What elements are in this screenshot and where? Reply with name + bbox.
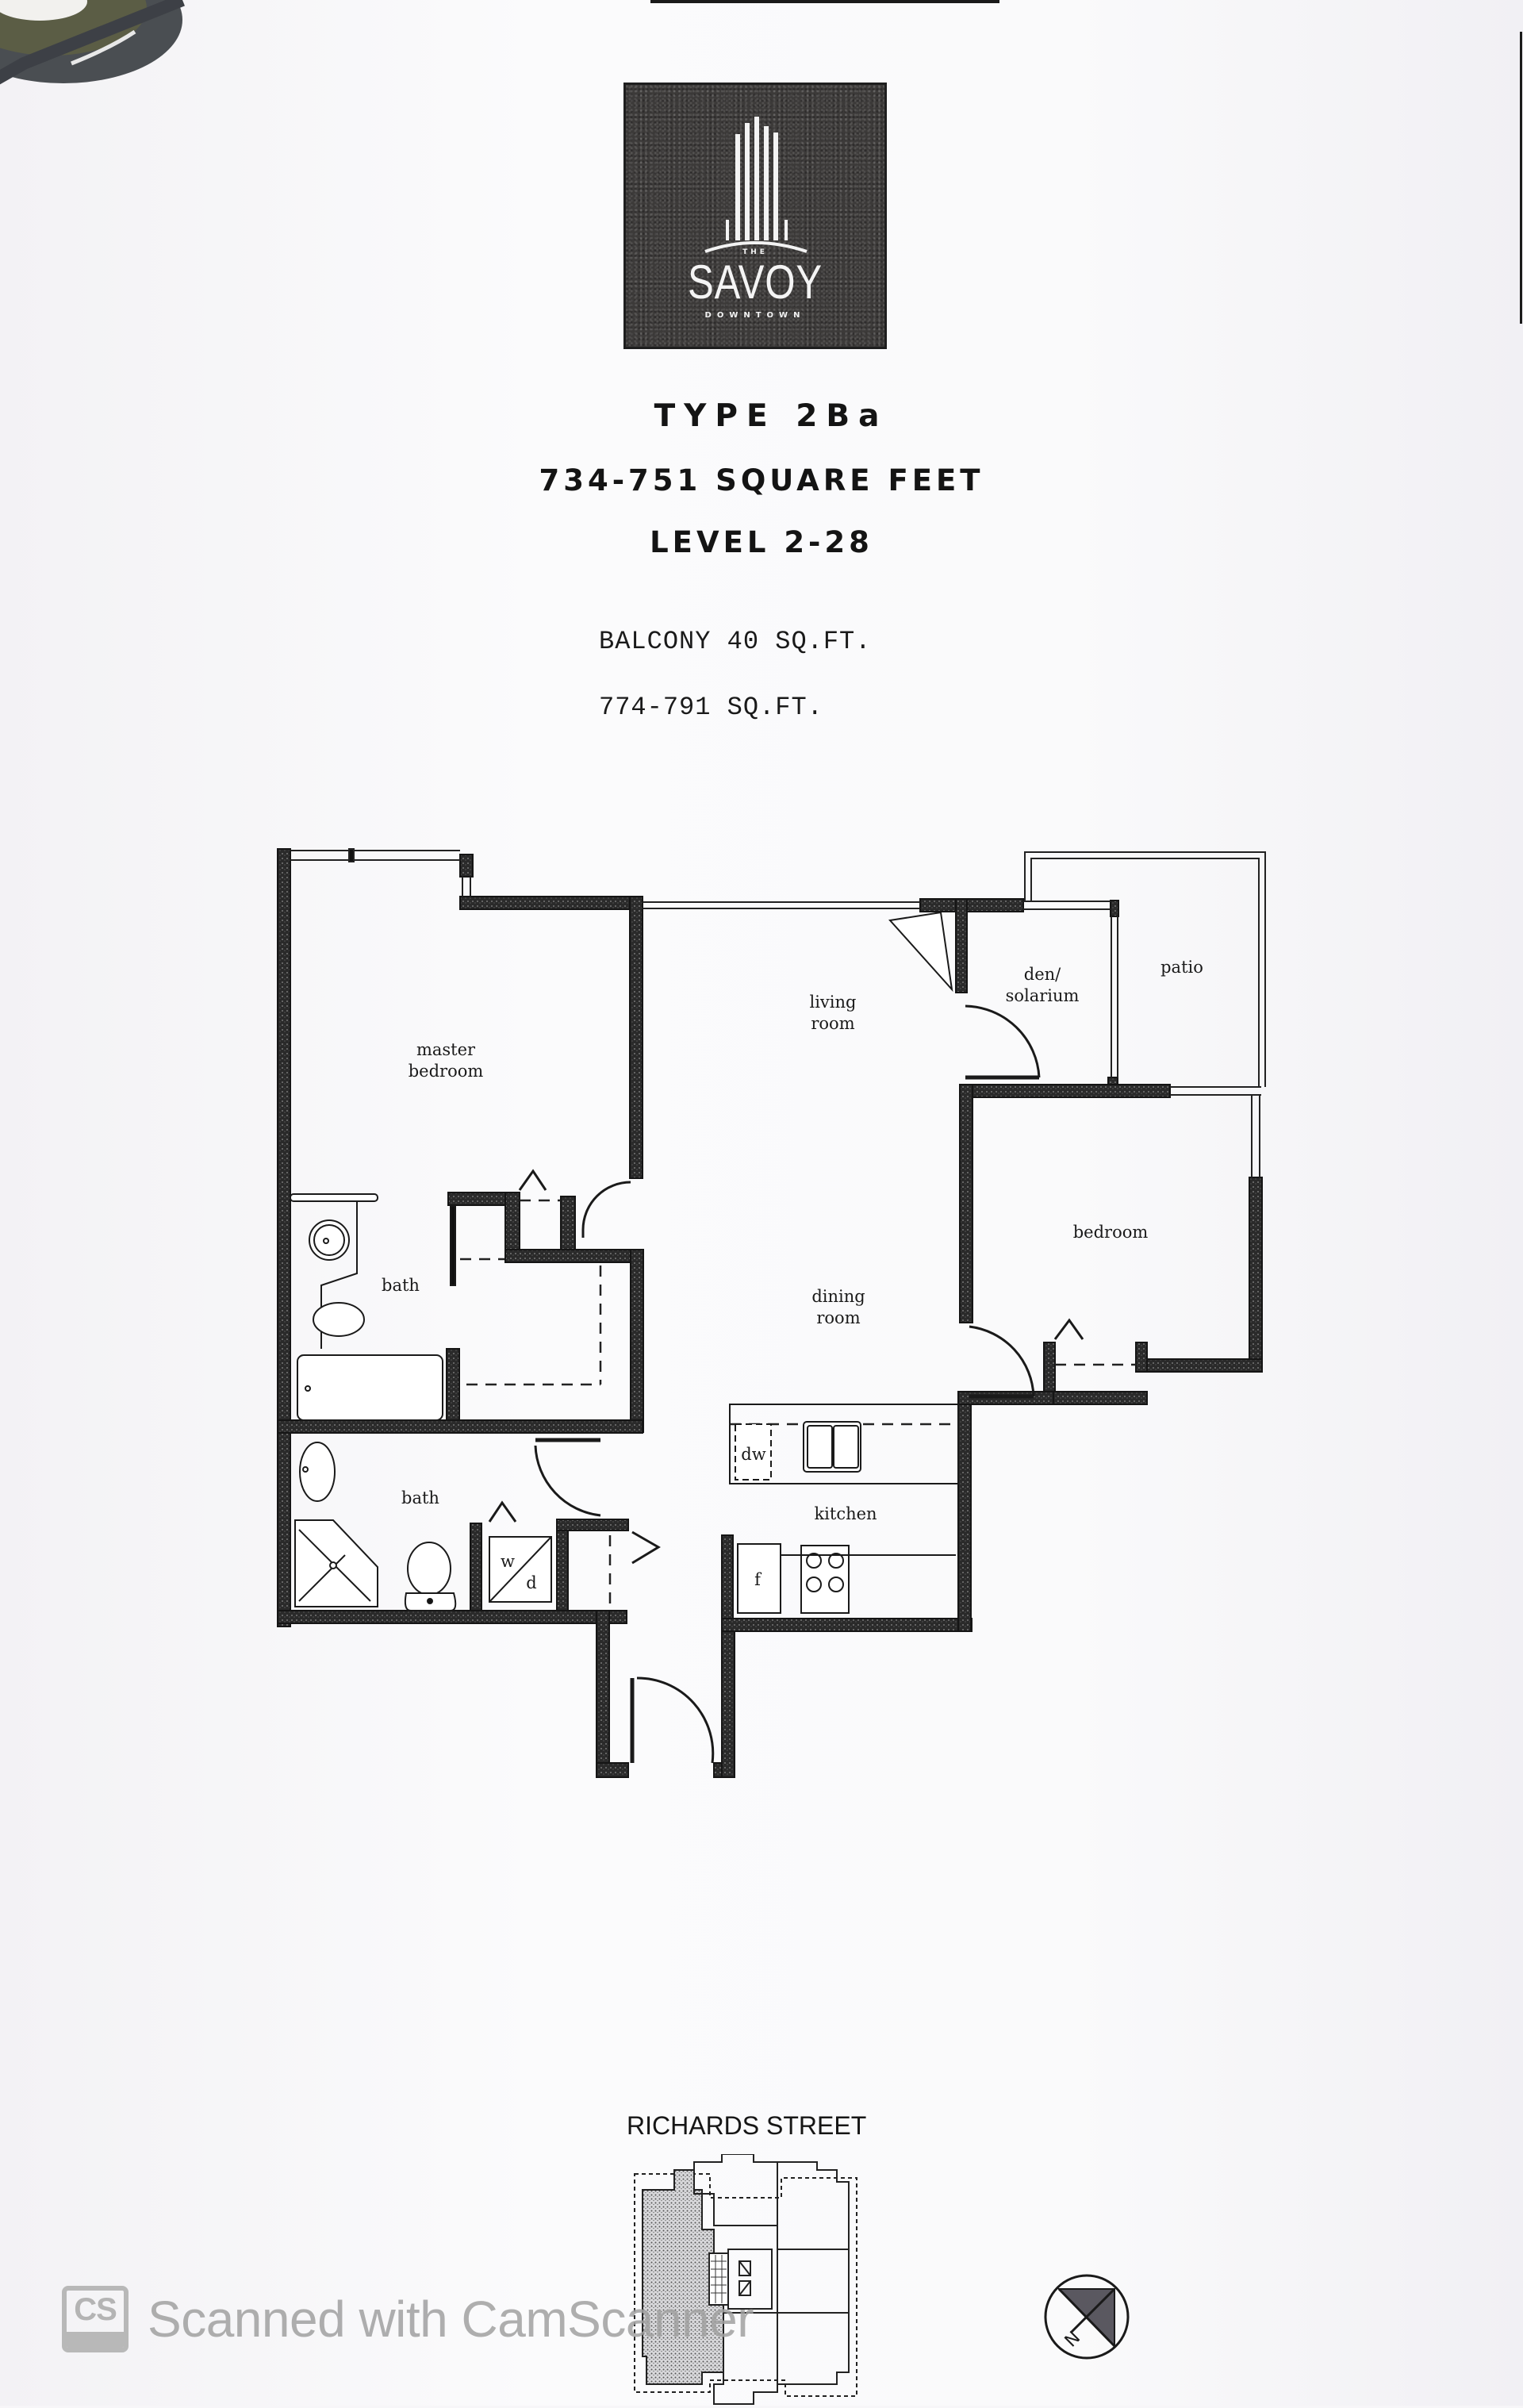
label-dryer: d [526, 1573, 536, 1592]
logo-name: SAVOY [688, 255, 823, 309]
compass-north-label: N [1061, 2328, 1084, 2351]
label-kitchen: kitchen [814, 1504, 877, 1523]
unit-area: 734-751 SQUARE FEET [539, 463, 984, 497]
walls [277, 848, 1263, 1778]
logo-subtitle: DOWNTOWN [704, 311, 806, 320]
label-living-room-2: room [811, 1014, 854, 1033]
watermark-text: Scanned with CamScanner [148, 2291, 754, 2348]
doors [488, 911, 1084, 1764]
total-area: 774-791 SQ.FT. [599, 693, 823, 722]
label-patio: patio [1160, 958, 1203, 977]
label-master-bedroom-1: master [416, 1040, 476, 1059]
windows [290, 848, 1266, 1177]
balcony-area: BALCONY 40 SQ.FT. [599, 627, 872, 656]
label-den-2: solarium [1006, 986, 1080, 1005]
label-living-room-1: living [810, 993, 857, 1012]
label-dishwasher: dw [741, 1445, 765, 1464]
closet-dashed-lines [460, 1199, 1136, 1607]
camscanner-logo-icon: CS [62, 2286, 129, 2352]
binder-clip-object [0, 0, 185, 85]
label-den-1: den/ [1024, 965, 1061, 984]
logo-prefix: THE [742, 248, 768, 256]
label-fridge: f [754, 1570, 762, 1589]
label-master-bedroom-2: bedroom [409, 1062, 484, 1081]
tower-logo-icon [704, 117, 808, 253]
street-name-label: RICHARDS STREET [627, 2111, 867, 2140]
label-bedroom: bedroom [1073, 1223, 1149, 1242]
cs-badge-text: CS [74, 2292, 117, 2327]
fixtures [290, 1193, 959, 1614]
room-labels: master bedroom living room den/ solarium… [382, 958, 1203, 1592]
label-ensuite-bath: bath [382, 1276, 420, 1295]
building-key-plan [634, 2154, 857, 2405]
label-dining-room-2: room [816, 1308, 860, 1327]
north-arrow-icon: N [1044, 2274, 1130, 2360]
unit-type-title: TYPE 2Ba [654, 398, 888, 434]
unit-levels: LEVEL 2-28 [650, 525, 873, 559]
label-main-bath: bath [401, 1488, 439, 1507]
page-right-edge [1520, 32, 1522, 324]
label-washer: w [501, 1552, 515, 1571]
savoy-logo: THE SAVOY DOWNTOWN [623, 83, 887, 349]
page-top-edge [650, 0, 999, 3]
label-dining-room-1: dining [811, 1287, 865, 1306]
camscanner-watermark: CS Scanned with CamScanner [62, 2283, 754, 2355]
